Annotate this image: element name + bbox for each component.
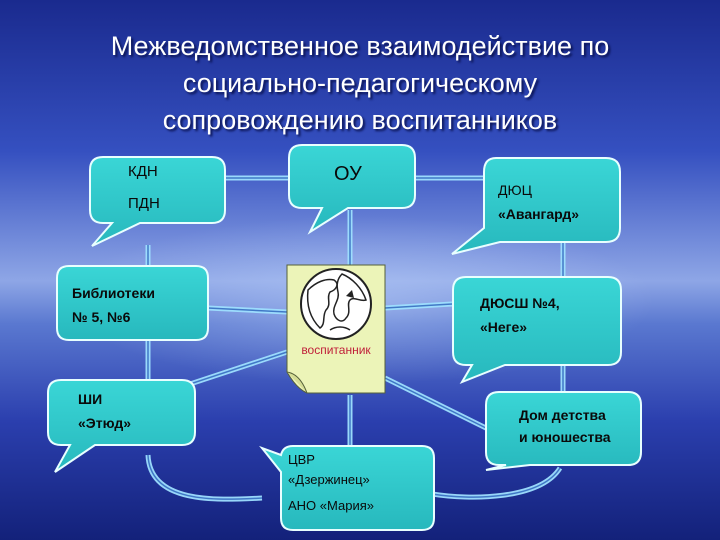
node-dom-line-2: и юношества [519,429,611,445]
globe-icon [300,268,372,340]
bubble-tsvr [259,445,435,531]
node-ou-line-1: ОУ [334,163,362,185]
node-dyuts: ДЮЦ «Авангард» [498,178,579,226]
bubble-dyuts [451,157,621,255]
bubble-dom [485,391,642,471]
slide-title: Межведомственное взаимодействие по социа… [0,28,720,139]
title-line-3: сопровождению воспитанников [162,105,558,135]
node-dyussh-line-2: «Неге» [480,319,528,335]
node-dyussh-line-1: ДЮСШ №4, [480,295,560,311]
bubble-shi [47,379,196,473]
node-tsvr-line-1: ЦВР [288,452,315,467]
title-line-1: Межведомственное взаимодействие по [110,31,610,61]
bubble-libraries [56,265,209,341]
connector-shi-tsvr-curve [145,454,263,502]
node-libraries-line-2: № 5, №6 [72,309,131,325]
node-dyuts-line-2: «Авангард» [498,206,580,222]
node-dom-line-1: Дом детства [519,407,606,423]
center-label: воспитанник [301,343,371,357]
node-tsvr-line-3: АНО «Мария» [288,498,374,513]
node-tsvr-line-2: «Дзержинец» [288,472,370,487]
bubble-dyussh [452,276,622,384]
title-line-2: социально-педагогическому [182,68,538,98]
node-shi-line-2: «Этюд» [78,415,132,431]
node-libraries-line-1: Библиотеки [72,285,155,301]
bubble-kdn [89,156,226,247]
node-dom: Дом детства и юношества [519,404,611,448]
node-kdn-line-2: ПДН [128,195,160,212]
node-dyussh: ДЮСШ №4, «Неге» [480,291,560,339]
node-libraries: Библиотеки № 5, №6 [72,281,155,329]
node-dyuts-line-1: ДЮЦ [498,182,532,198]
node-kdn-line-1: КДН [128,163,158,180]
node-shi: ШИ «Этюд» [78,387,131,435]
bubble-ou [288,144,416,235]
node-tsvr: ЦВР «Дзержинец» АНО «Мария» [288,450,374,516]
connector-dom-tsvr-curve [431,466,563,500]
node-kdn: КДН ПДН [128,160,160,216]
node-shi-line-1: ШИ [78,391,103,407]
node-ou: ОУ [334,162,362,186]
